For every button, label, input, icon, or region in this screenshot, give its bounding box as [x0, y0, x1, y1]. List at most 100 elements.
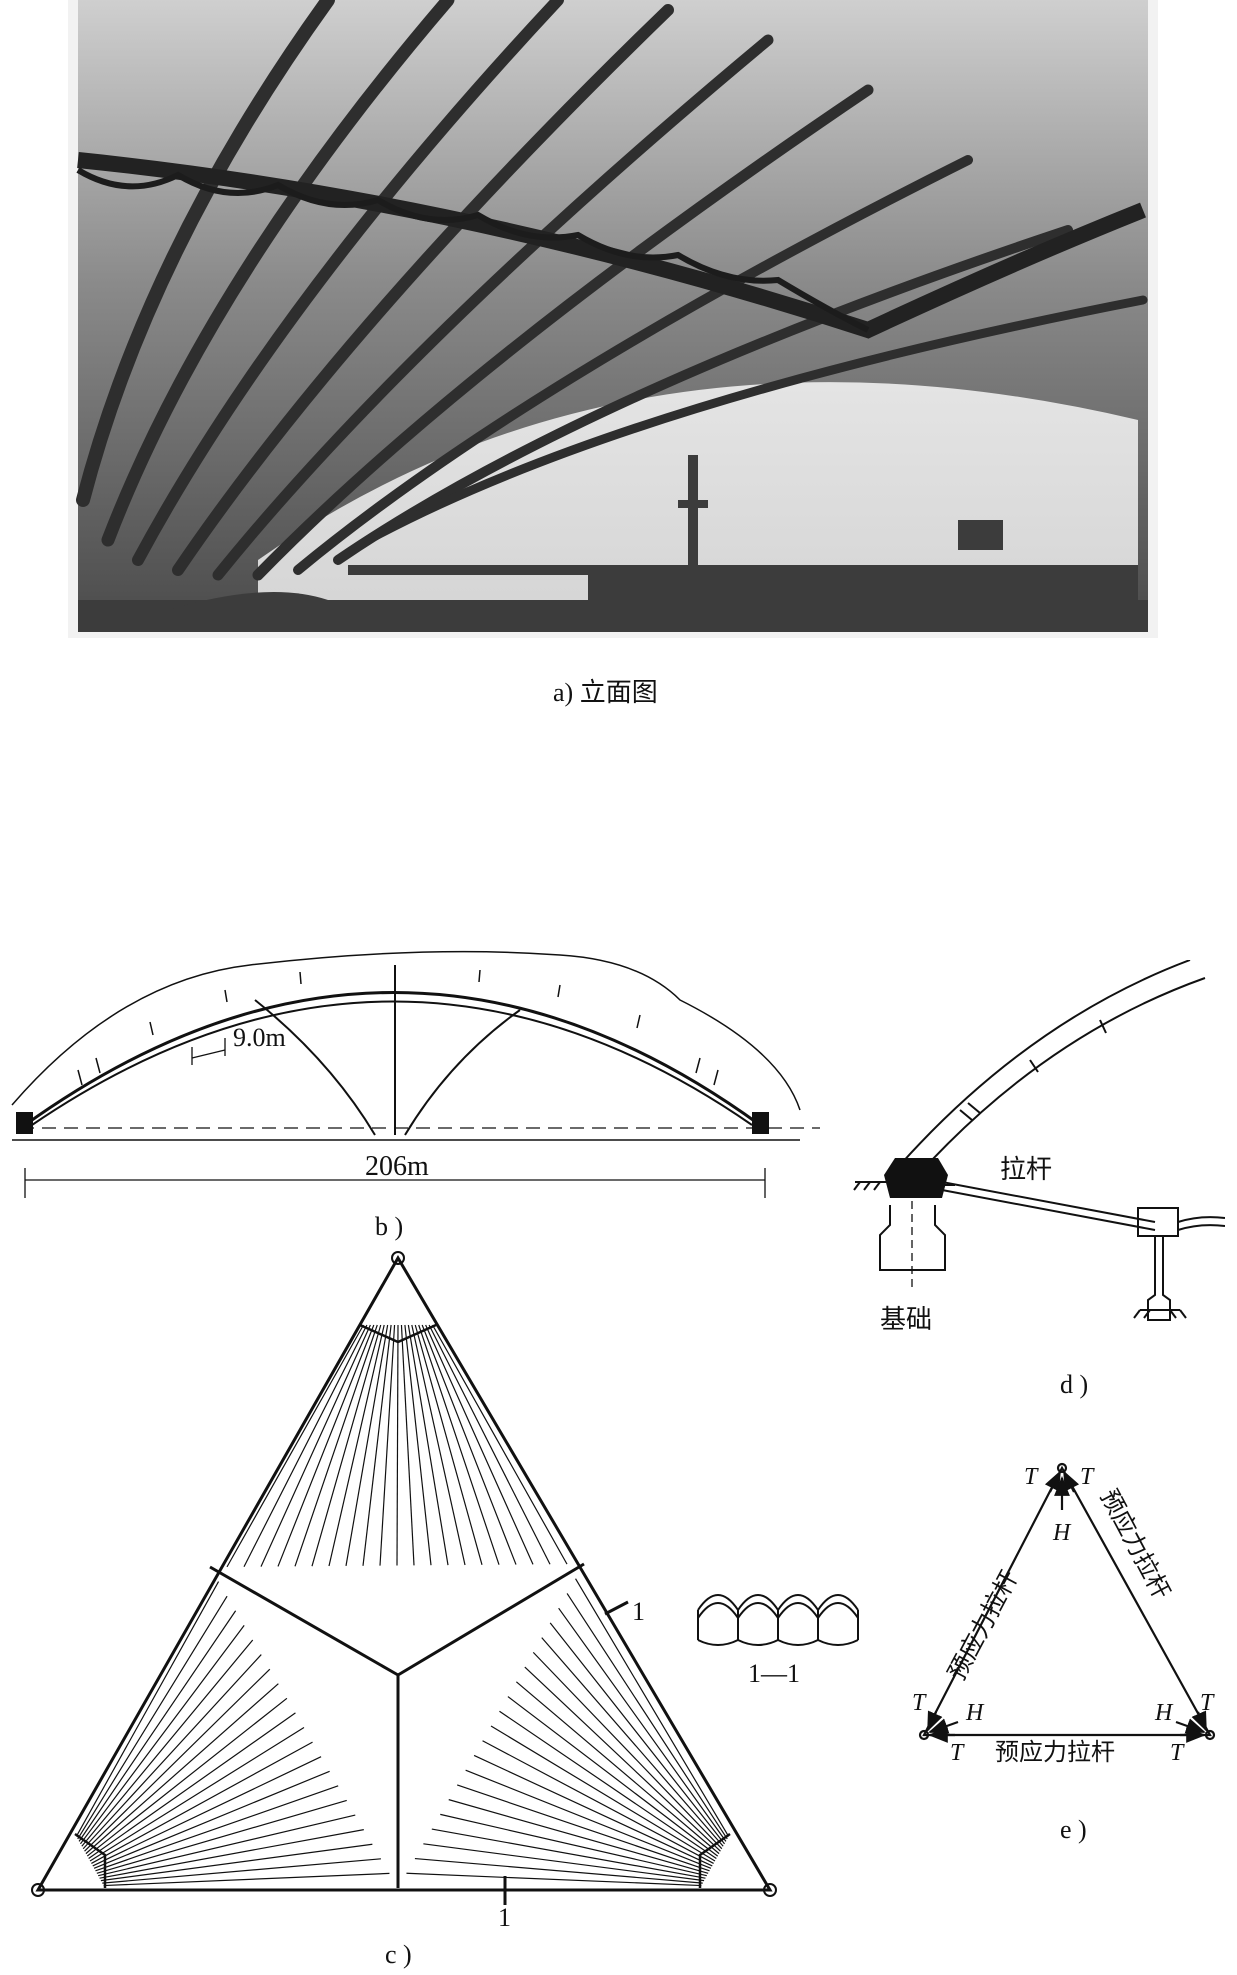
force-triangle — [922, 1465, 1212, 1737]
plan-rib — [96, 1799, 347, 1874]
panel-d-caption: d ) — [1060, 1370, 1089, 1399]
rib-ticks — [77, 969, 719, 1086]
plan-rib — [81, 1639, 254, 1847]
panel-d-support-detail: 拉杆 基础 — [853, 960, 1225, 1334]
thrust-label-top: H — [1052, 1520, 1072, 1546]
plan-rib — [88, 1712, 296, 1860]
ground-structures — [78, 455, 1148, 632]
tension-label-top-right: T — [1080, 1464, 1095, 1490]
span-dimension-label: 206m — [365, 1151, 429, 1182]
plan-rib — [260, 1324, 371, 1567]
section-1-1-caption: 1—1 — [748, 1659, 800, 1688]
abutment-left — [16, 1112, 33, 1134]
section-1-1-detail: 1—1 — [697, 1594, 859, 1688]
plan-rib — [85, 1683, 279, 1855]
plan-rib — [345, 1324, 389, 1567]
rib-left — [254, 999, 376, 1136]
plan-rib — [89, 1726, 305, 1862]
elevation-photo — [68, 0, 1158, 638]
foundation-label: 基础 — [880, 1305, 932, 1334]
plan-rib — [432, 1324, 568, 1565]
plan-rib — [103, 1872, 390, 1887]
hinge-right — [763, 1883, 777, 1897]
plan-rib — [243, 1324, 368, 1567]
plan-rib — [421, 1324, 517, 1565]
plan-rib — [456, 1784, 710, 1872]
ribs-left — [75, 1581, 390, 1887]
plan-rib — [79, 1625, 245, 1845]
plan-rib — [82, 1654, 262, 1850]
plan-triangle — [35, 1255, 773, 1892]
plan-rib — [431, 1828, 706, 1879]
tie-rod-label: 拉杆 — [1000, 1155, 1052, 1184]
plan-rib — [515, 1681, 720, 1855]
plan-rib — [482, 1740, 714, 1864]
plan-rib — [473, 1754, 713, 1867]
vault-ribs — [76, 0, 1148, 581]
rod-label-bottom: 预应力拉杆 — [995, 1739, 1115, 1766]
hinge-top — [391, 1251, 405, 1265]
plan-rib — [549, 1622, 726, 1845]
hinge-left — [31, 1883, 45, 1897]
panel-e-force-diagram: T T H T H T H T T 预应力拉杆 预应力拉杆 预应力拉杆 — [912, 1462, 1216, 1766]
panel-a-caption: a) 立面图 — [553, 678, 658, 707]
plan-rib — [84, 1668, 271, 1852]
plan-rib — [294, 1324, 378, 1567]
plan-rib — [575, 1578, 730, 1837]
plan-rib — [400, 1324, 415, 1566]
plan-rib — [440, 1813, 707, 1877]
plan-rib — [75, 1581, 220, 1837]
plan-rib — [102, 1858, 381, 1884]
module-dimension-label: 9.0m — [233, 1023, 286, 1052]
ribs-top — [226, 1324, 568, 1568]
plan-rib — [93, 1770, 330, 1869]
plan-rib — [566, 1593, 728, 1840]
tension-label-bottom-right: T — [1170, 1740, 1185, 1766]
plan-rib — [524, 1666, 721, 1852]
rod-label-right: 预应力拉杆 — [1095, 1485, 1175, 1604]
crease-left — [209, 1565, 399, 1677]
plan-rib — [92, 1756, 322, 1867]
plan-rib — [418, 1324, 500, 1565]
tension-label-right: T — [1200, 1690, 1215, 1716]
plan-rib — [532, 1651, 723, 1850]
panel-b-elevation: 9.0m 206m — [11, 950, 820, 1198]
plan-rib — [507, 1696, 719, 1857]
plan-rib — [499, 1710, 717, 1860]
tension-label-top-left: T — [1024, 1464, 1039, 1490]
plan-rib — [541, 1637, 724, 1847]
plan-rib — [277, 1324, 375, 1567]
plan-rib — [95, 1785, 339, 1872]
plan-rib — [100, 1843, 373, 1882]
tension-label-left: T — [912, 1690, 927, 1716]
plan-rib — [98, 1814, 356, 1877]
thrust-label-right: H — [1154, 1700, 1174, 1726]
plan-rib — [226, 1324, 364, 1568]
panel-c-caption: c ) — [385, 1940, 412, 1969]
plan-rib — [379, 1324, 396, 1566]
rod-label-left: 预应力拉杆 — [943, 1566, 1023, 1685]
plan-rib — [407, 1324, 449, 1566]
rib-right — [404, 1009, 521, 1136]
plan-rib — [414, 1324, 483, 1565]
plan-rib — [490, 1725, 716, 1862]
section-mark-upper: 1 — [632, 1597, 645, 1626]
thrust-label-left: H — [965, 1700, 985, 1726]
plan-rib — [77, 1595, 228, 1840]
plan-rib — [396, 1324, 399, 1566]
abutment-block — [884, 1158, 948, 1198]
envelope-outline — [11, 950, 801, 1111]
plan-rib — [311, 1324, 382, 1567]
panel-b-caption: b ) — [375, 1212, 404, 1241]
plan-rib — [86, 1697, 288, 1857]
plan-rib — [406, 1872, 702, 1887]
crease-right — [397, 1562, 585, 1677]
plan-rib — [99, 1829, 364, 1879]
abutment-right — [752, 1112, 769, 1134]
section-mark-lower: 1 — [498, 1903, 511, 1932]
plan-rib — [362, 1324, 392, 1566]
plan-rib — [423, 1843, 705, 1882]
panel-c-plan: 1 1 — [31, 1251, 777, 1932]
plan-rib — [465, 1769, 712, 1869]
plan-rib — [411, 1324, 466, 1566]
